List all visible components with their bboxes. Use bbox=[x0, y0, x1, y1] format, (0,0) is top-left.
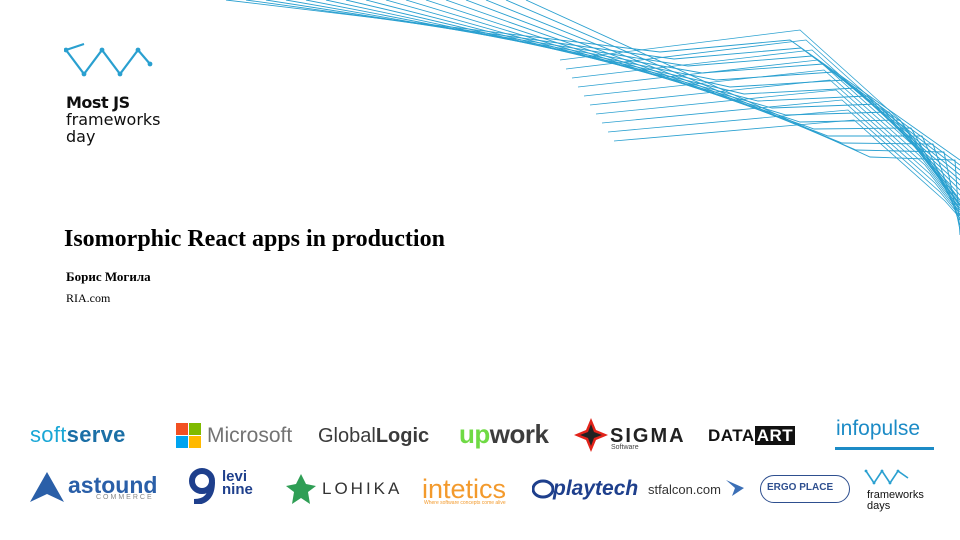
decorative-line bbox=[465, 0, 960, 221]
fd-part-1: frameworks bbox=[867, 489, 924, 501]
globallogic-part-1: Global bbox=[318, 425, 376, 447]
talk-title: Isomorphic React apps in production bbox=[64, 226, 445, 252]
decorative-line bbox=[425, 0, 960, 211]
brand-wordmark: Most JS frameworks day bbox=[66, 94, 161, 145]
stfalcon-wing-icon bbox=[726, 480, 744, 496]
upwork-part-2: work bbox=[489, 419, 549, 449]
astound-subtitle: COMMERCE bbox=[96, 494, 154, 501]
microsoft-squares-icon bbox=[176, 423, 201, 448]
upwork-part-1: up bbox=[459, 419, 490, 449]
ergo-place-badge bbox=[760, 475, 850, 503]
globallogic-part-2: Logic bbox=[375, 425, 430, 447]
infopulse-logo: infopulse bbox=[836, 417, 921, 440]
sigma-logo: SIGMA bbox=[610, 425, 686, 447]
lohika-leaf-icon bbox=[286, 474, 316, 504]
softserve-logo: softserve bbox=[30, 422, 126, 448]
lohika-logo: LOHIKA bbox=[322, 479, 403, 498]
infopulse-underline bbox=[835, 447, 934, 450]
fd-part-2: days bbox=[867, 500, 891, 512]
microsoft-logo: Microsoft bbox=[207, 424, 293, 447]
decorative-line bbox=[559, 29, 960, 201]
brand-line-3: day bbox=[66, 127, 96, 146]
sigma-subtitle: Software bbox=[611, 444, 639, 451]
levi-part-1: levi bbox=[222, 468, 248, 485]
softserve-part-2: serve bbox=[66, 422, 126, 447]
frameworks-days-wave-icon bbox=[864, 469, 909, 485]
decorative-line bbox=[613, 119, 960, 219]
globallogic-logo: GlobalLogic bbox=[318, 425, 429, 448]
levi-part-2: nine bbox=[222, 481, 253, 498]
decorative-line bbox=[577, 59, 960, 207]
dataart-part-1: DATA bbox=[708, 426, 755, 445]
decorative-line bbox=[571, 49, 960, 205]
decorative-line bbox=[225, 0, 960, 161]
speaker-company: RIA.com bbox=[66, 291, 111, 305]
sigma-star-icon bbox=[574, 418, 608, 452]
speaker-name: Борис Могила bbox=[66, 269, 151, 284]
upwork-logo: upwork bbox=[459, 419, 549, 450]
ergo-place-logo: ERGO PLACE bbox=[767, 482, 834, 493]
intetics-tagline: Where software concepts come alive bbox=[424, 500, 506, 506]
brand-line-1: Most JS bbox=[66, 93, 130, 112]
levi-nine-icon bbox=[189, 468, 215, 504]
intetics-logo: intetics bbox=[422, 474, 507, 504]
decorative-line bbox=[601, 99, 960, 215]
decorative-line bbox=[589, 79, 960, 211]
decorative-line bbox=[445, 0, 960, 216]
brand-line-2: frameworks bbox=[66, 110, 161, 129]
playtech-globe-icon bbox=[532, 479, 554, 499]
stfalcon-logo: stfalcon.com bbox=[648, 482, 721, 497]
softserve-part-1: soft bbox=[30, 422, 67, 447]
frameworks-wave-icon bbox=[64, 43, 153, 77]
astound-arrow-icon bbox=[30, 472, 64, 502]
decorative-line bbox=[583, 69, 960, 209]
decorative-line bbox=[405, 0, 960, 206]
astound-logo: astound bbox=[68, 472, 158, 498]
playtech-logo: playtech bbox=[553, 477, 639, 500]
decorative-line bbox=[595, 89, 960, 213]
decorative-line bbox=[607, 109, 960, 217]
brand-logo-mark bbox=[64, 40, 154, 84]
dataart-part-2: ART bbox=[754, 426, 796, 445]
decorative-line bbox=[565, 39, 960, 203]
